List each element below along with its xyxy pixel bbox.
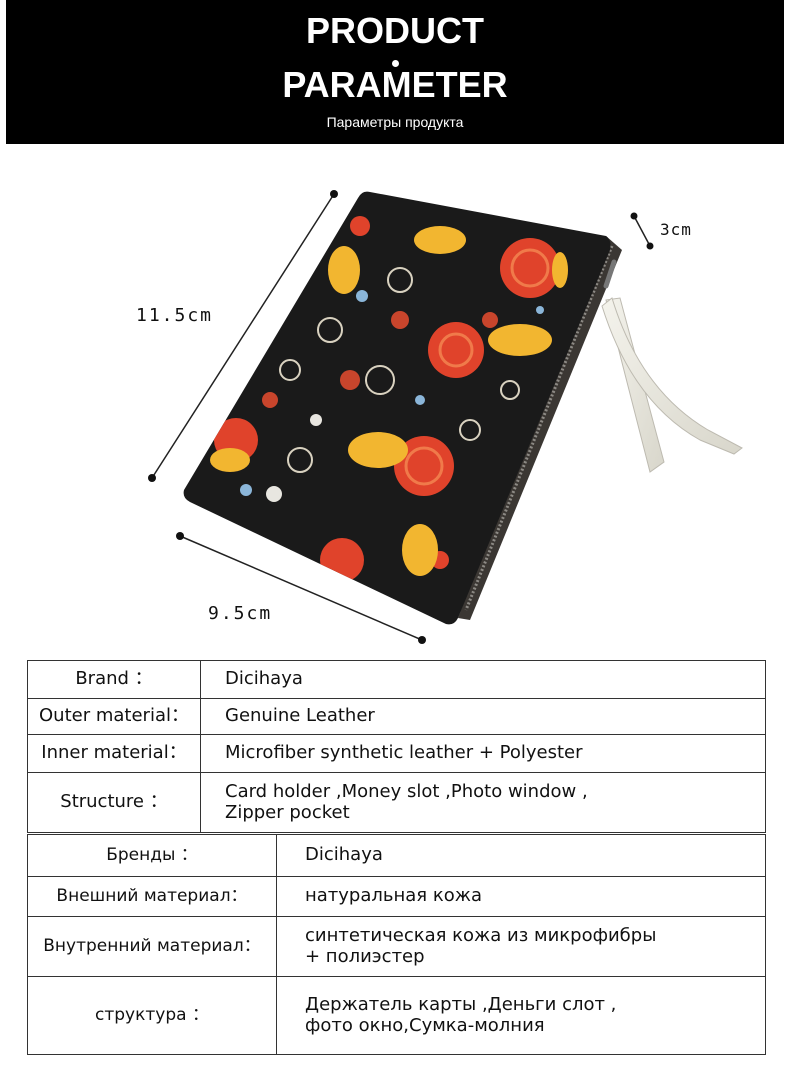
banner-title-line1: PRODUCT <box>306 10 484 51</box>
spec-value-structure: Card holder ,Money slot ,Photo window , … <box>200 772 766 833</box>
spec-value-brand: Dicihaya <box>200 660 766 699</box>
spec-ru-value-structure: Держатель карты ,Деньги слот , фото окно… <box>276 976 766 1055</box>
spec-ru-value-structure-line2: фото окно,Сумка-молния <box>305 1014 545 1036</box>
spec-value-inner-material: Microfiber synthetic leather + Polyester <box>200 734 766 773</box>
spec-label-brand: Brand ： <box>27 660 201 699</box>
table-row: структура ： Держатель карты ,Деньги слот… <box>27 976 766 1055</box>
height-dimension-line <box>148 190 338 482</box>
spec-ru-label-brand: Бренды ： <box>27 834 277 877</box>
spec-ru-value-inner-material: синтетическая кожа из микрофибры + полиэ… <box>276 916 766 977</box>
spec-table-english: Brand ： Dicihaya Outer material： Genuine… <box>27 660 766 833</box>
spec-value-structure-line2: Zipper pocket <box>225 801 350 823</box>
spec-ru-label-outer-material: Внешний материал： <box>27 876 277 917</box>
table-row: Inner material： Microfiber synthetic lea… <box>27 734 766 773</box>
spec-ru-label-structure: структура ： <box>27 976 277 1055</box>
spec-label-outer-material: Outer material： <box>27 698 201 735</box>
tassel <box>601 297 743 473</box>
spec-ru-value-outer-material: натуральная кожа <box>276 876 766 917</box>
spec-label-structure: Structure ： <box>27 772 201 833</box>
wallet-print <box>210 216 568 582</box>
table-row: Brand ： Dicihaya <box>27 660 766 699</box>
banner-title-line2: PARAMETER <box>282 64 508 105</box>
product-image-area: 11.5cm 9.5cm 3cm <box>0 150 790 655</box>
width-label: 9.5cm <box>208 603 273 624</box>
width-dimension-line <box>176 532 426 644</box>
depth-dimension-line <box>630 212 654 250</box>
banner-dot <box>392 60 399 67</box>
spec-ru-value-inner-material-line2: + полиэстер <box>305 945 425 967</box>
depth-label: 3cm <box>660 220 692 239</box>
spec-label-inner-material: Inner material： <box>27 734 201 773</box>
banner-subtitle: Параметры продукта <box>326 114 464 130</box>
table-row: Structure ： Card holder ,Money slot ,Pho… <box>27 772 766 833</box>
spec-value-structure-line1: Card holder ,Money slot ,Photo window , <box>225 780 588 802</box>
spec-ru-value-inner-material-line1: синтетическая кожа из микрофибры <box>305 924 657 946</box>
wallet-illustration <box>148 190 743 644</box>
spec-table-russian: Бренды ： Dicihaya Внешний материал： нату… <box>27 834 766 1055</box>
table-row: Бренды ： Dicihaya <box>27 834 766 877</box>
header-banner: PRODUCT PARAMETER Параметры продукта <box>6 0 784 144</box>
height-label: 11.5cm <box>136 305 214 326</box>
wallet-body <box>183 191 611 625</box>
table-row: Outer material： Genuine Leather <box>27 698 766 735</box>
table-row: Внешний материал： натуральная кожа <box>27 876 766 917</box>
table-row: Внутренний материал： синтетическая кожа … <box>27 916 766 977</box>
spec-ru-value-structure-line1: Держатель карты ,Деньги слот , <box>305 993 617 1015</box>
spec-value-outer-material: Genuine Leather <box>200 698 766 735</box>
spec-ru-value-brand: Dicihaya <box>276 834 766 877</box>
spec-ru-label-inner-material: Внутренний материал： <box>27 916 277 977</box>
